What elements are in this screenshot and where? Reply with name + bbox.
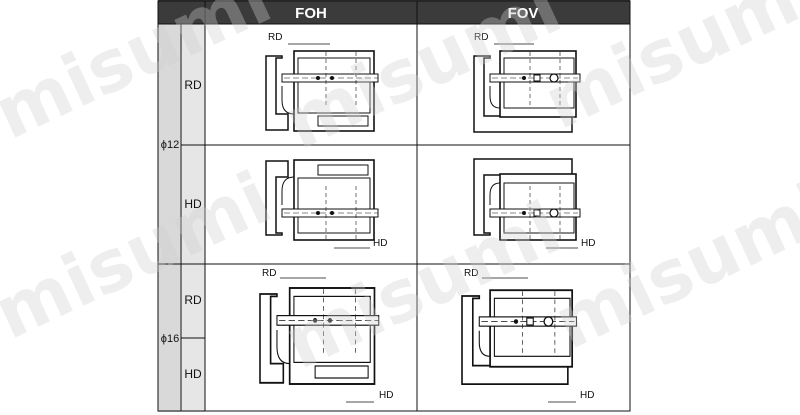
dim-rd-fov-16: RD (464, 268, 478, 279)
dim-rd-foh-16: RD (262, 268, 276, 279)
dim-hd-fov-12: HD (581, 238, 595, 249)
svg-text:misumi: misumi (0, 155, 283, 355)
dim-rd-foh-12: RD (268, 32, 282, 43)
row-label-phi12: ϕ12 (161, 139, 179, 151)
header-foh: FOH (295, 5, 327, 22)
watermark: misumi misumi misumi misumi misumi misum… (0, 0, 800, 385)
row-label-phi16: ϕ16 (161, 333, 179, 345)
drawing-fov-16: RD HD (461, 268, 594, 403)
row-label-rd-12: RD (184, 78, 202, 92)
svg-text:misumi: misumi (542, 165, 800, 365)
header-fov: FOV (508, 5, 539, 22)
row-label-hd-12: HD (184, 197, 202, 211)
svg-text:misumi: misumi (0, 0, 283, 155)
dim-hd-fov-16: HD (580, 390, 594, 401)
dim-hd-foh-16: HD (379, 390, 393, 401)
drawing-fov-12-hd: HD (473, 158, 595, 249)
dim-hd-foh-12: HD (373, 238, 387, 249)
drawing-fov-12-rd: RD (473, 32, 581, 133)
header-bar (158, 0, 630, 24)
dim-rd-fov-12: RD (474, 32, 488, 43)
row-label-rd-16: RD (184, 293, 202, 307)
drawing-foh-16: RD HD (259, 268, 393, 403)
drawing-foh-12-rd: RD (265, 32, 379, 132)
drawing-foh-12-hd: HD (265, 159, 387, 249)
row-label-hd-16: HD (184, 367, 202, 381)
table-grid (157, 0, 631, 412)
